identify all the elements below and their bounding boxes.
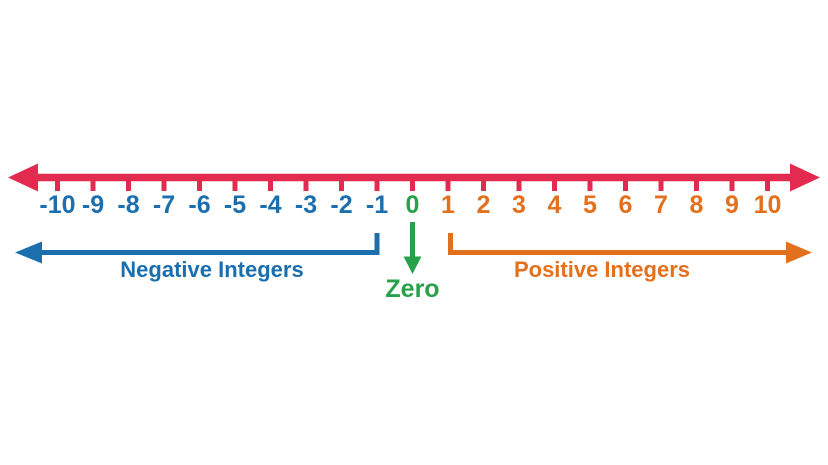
- positive-bracket-line: [448, 233, 790, 255]
- number-label: -10: [39, 191, 75, 219]
- zero-arrow: Zero: [385, 222, 440, 303]
- number-label: 10: [754, 191, 782, 219]
- number-label: 9: [725, 191, 739, 219]
- positive-integers-label: Positive Integers: [514, 257, 690, 282]
- positive-range-arrow: Positive Integers: [448, 233, 812, 282]
- zero-label: Zero: [385, 275, 439, 303]
- negative-bracket-line: [38, 233, 380, 255]
- number-label: 5: [583, 191, 597, 219]
- number-label: 2: [477, 191, 491, 219]
- number-label: -7: [153, 191, 175, 219]
- number-label: 6: [619, 191, 633, 219]
- number-label: -2: [330, 191, 352, 219]
- number-label: 4: [548, 191, 562, 219]
- number-label: 1: [441, 191, 455, 219]
- axis-left-arrowhead-icon: [8, 163, 38, 192]
- negative-integers-label: Negative Integers: [120, 257, 303, 282]
- number-label: -3: [295, 191, 317, 219]
- axis-right-arrowhead-icon: [790, 163, 820, 192]
- negative-left-arrowhead-icon: [15, 241, 42, 264]
- number-label: -6: [188, 191, 210, 219]
- number-label: 0: [406, 191, 420, 219]
- number-label: 3: [512, 191, 526, 219]
- tick-marks: [55, 177, 770, 191]
- number-label: -8: [117, 191, 139, 219]
- number-label: 8: [690, 191, 704, 219]
- negative-range-arrow: Negative Integers: [15, 233, 380, 282]
- positive-right-arrowhead-icon: [786, 241, 812, 264]
- number-label: 7: [654, 191, 668, 219]
- number-label: -1: [366, 191, 388, 219]
- number-label: -9: [82, 191, 104, 219]
- number-label: -5: [224, 191, 246, 219]
- zero-down-arrowhead-icon: [403, 256, 422, 274]
- number-label: -4: [259, 191, 281, 219]
